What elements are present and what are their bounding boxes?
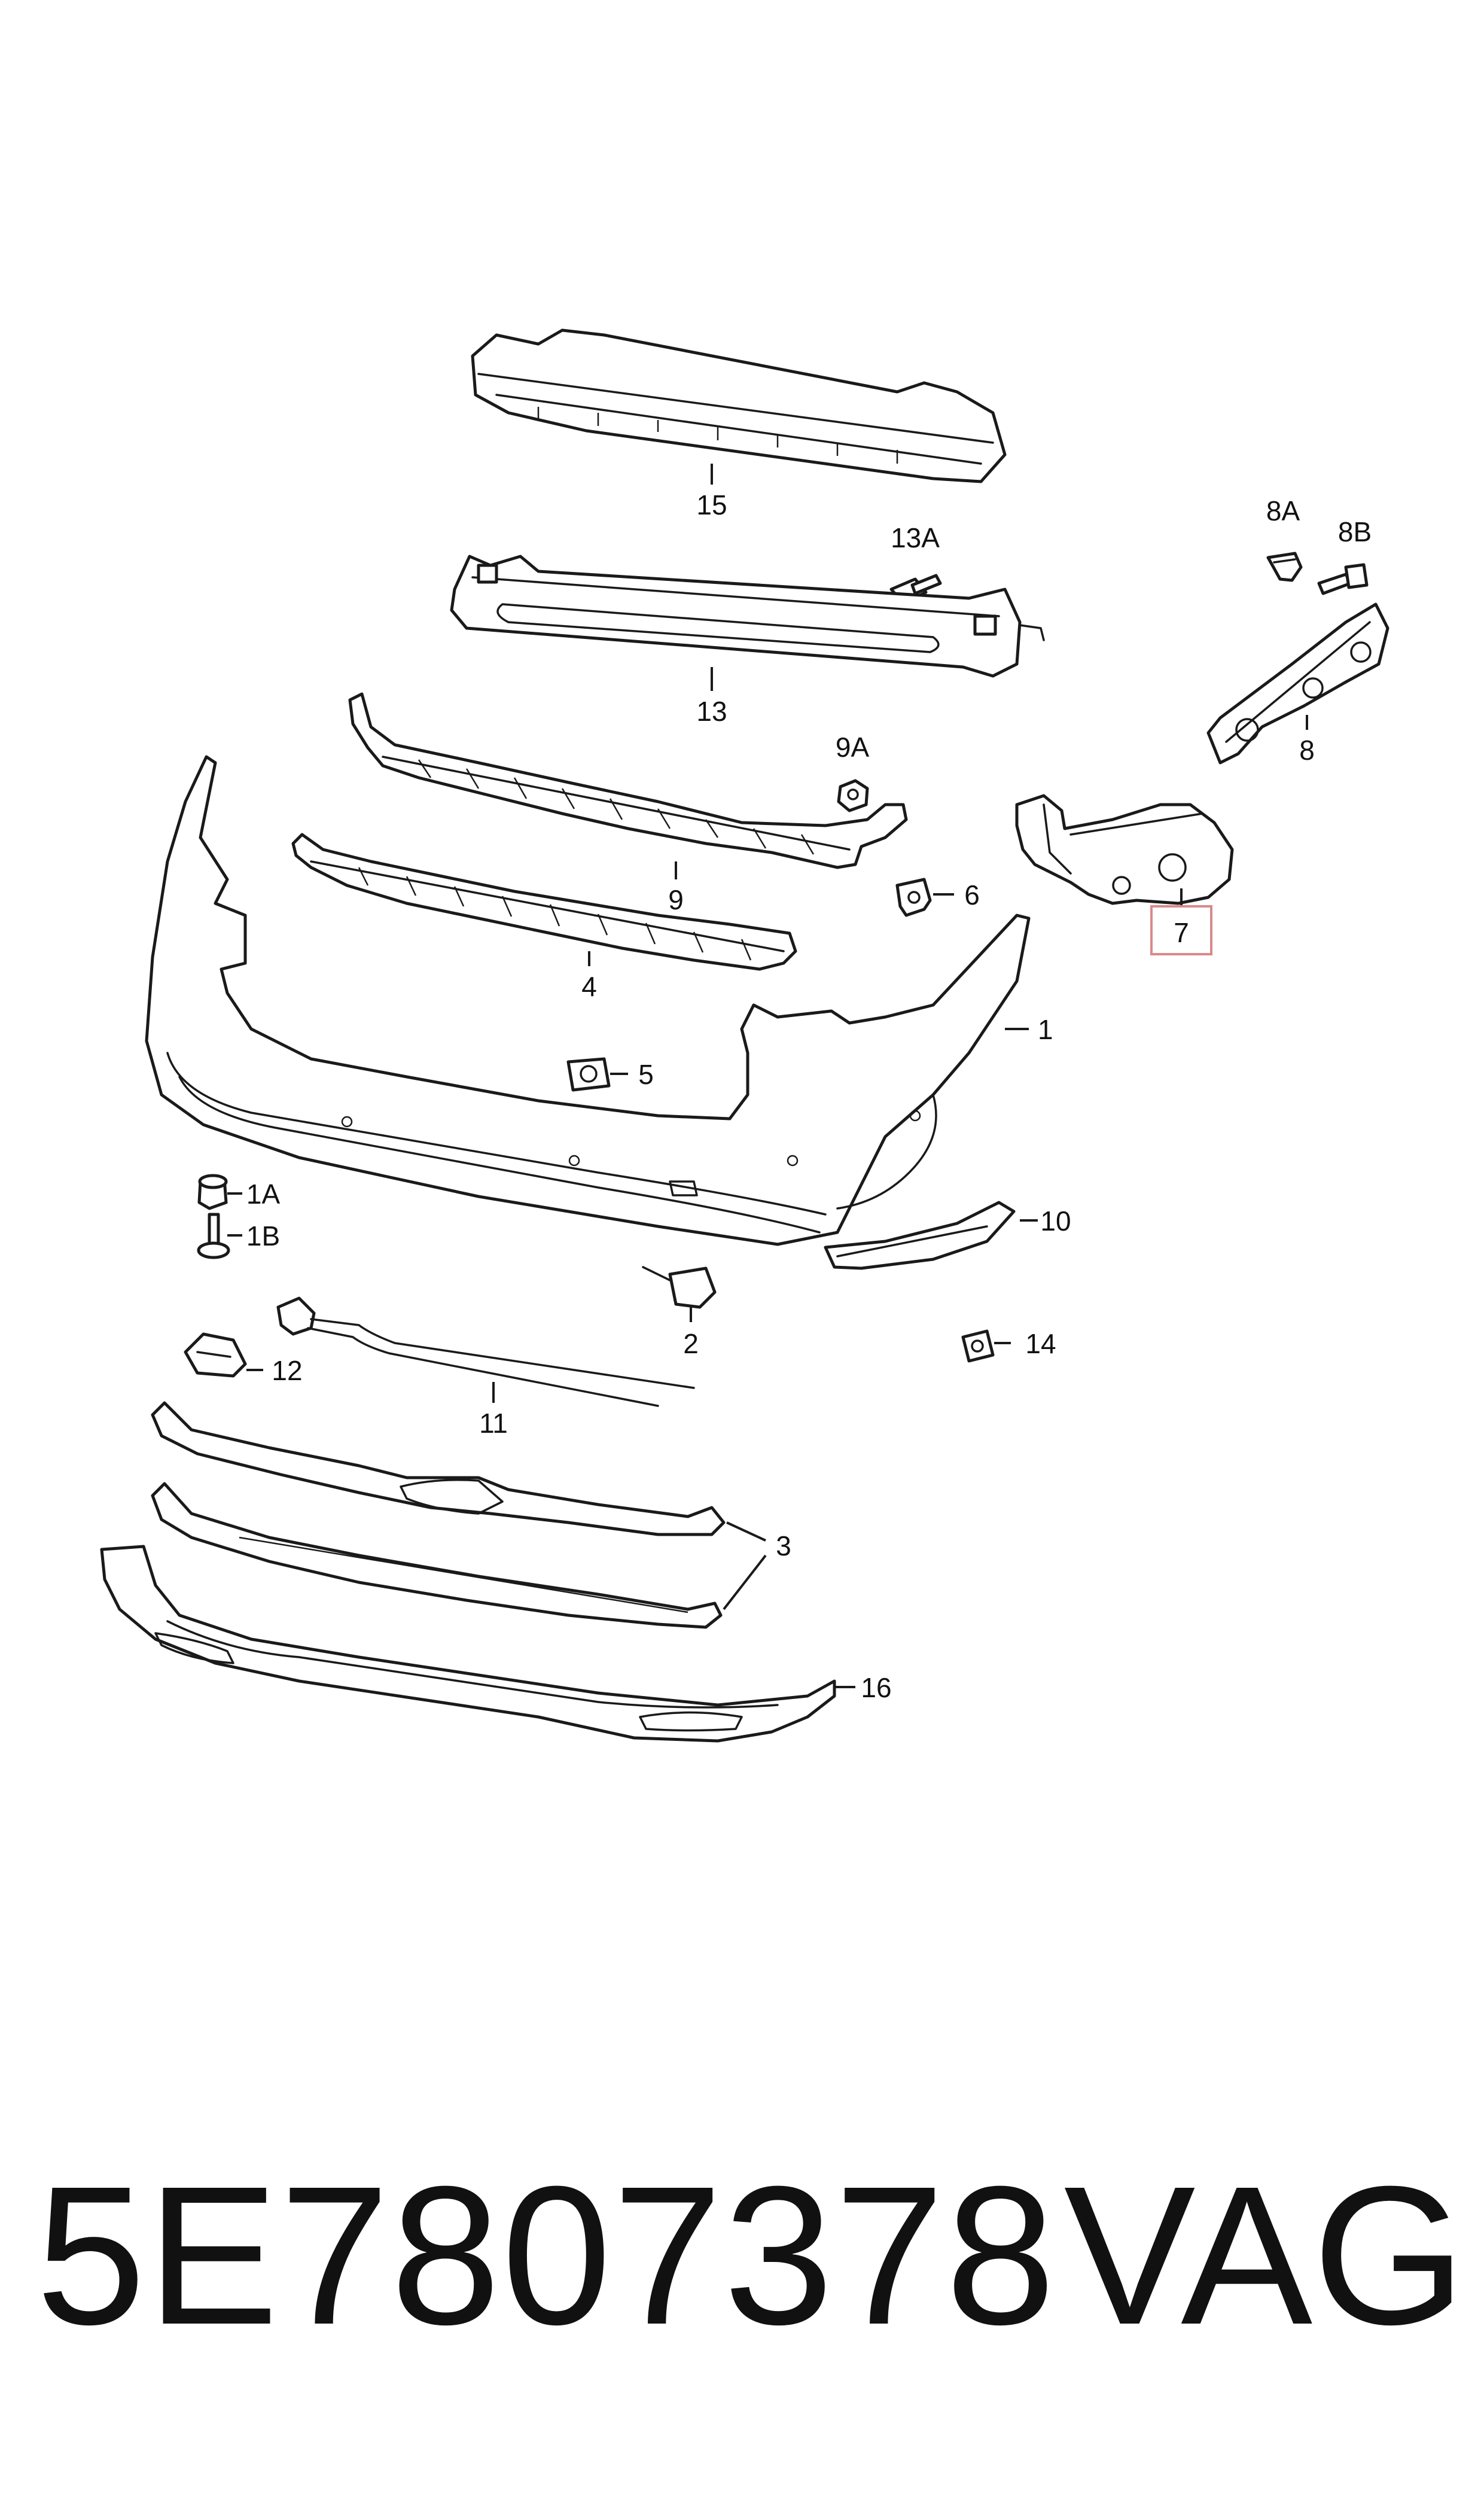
callout-11[interactable]: 11 bbox=[479, 1408, 508, 1439]
callout-4[interactable]: 4 bbox=[581, 971, 597, 1002]
part-11-wiring-harness[interactable] bbox=[276, 1296, 695, 1407]
callout-8A[interactable]: 8A bbox=[1266, 495, 1300, 526]
callout-13[interactable]: 13 bbox=[696, 696, 727, 727]
part-8A-clip[interactable] bbox=[1266, 552, 1303, 582]
callout-1[interactable]: 1 bbox=[1038, 1014, 1053, 1045]
part-9-guide-bracket[interactable] bbox=[348, 692, 908, 869]
part-3-trim-strip-lower[interactable] bbox=[151, 1482, 723, 1629]
footer: 5E7807378 VAG bbox=[0, 2130, 1484, 2441]
callout-15[interactable]: 15 bbox=[696, 489, 727, 520]
callout-9[interactable]: 9 bbox=[668, 884, 684, 915]
part-1-bumper-cover[interactable] bbox=[145, 755, 1031, 1246]
callout-3[interactable]: 3 bbox=[776, 1530, 791, 1561]
part-10-trim-strip[interactable] bbox=[824, 1201, 1016, 1270]
callout-9A[interactable]: 9A bbox=[836, 732, 870, 763]
part-6-clip[interactable] bbox=[895, 878, 932, 917]
part-13-bumper-carrier[interactable] bbox=[450, 555, 1045, 678]
part-1B-screw[interactable] bbox=[197, 1213, 230, 1259]
callout-16[interactable]: 16 bbox=[861, 1672, 891, 1703]
callout-1A[interactable]: 1A bbox=[246, 1179, 281, 1210]
callout-5[interactable]: 5 bbox=[638, 1059, 654, 1090]
callout-12[interactable]: 12 bbox=[272, 1355, 302, 1386]
part-1A-expanding-rivet[interactable] bbox=[197, 1174, 228, 1210]
part-15-energy-absorber[interactable] bbox=[471, 328, 1007, 483]
part-4-lower-guide-bracket[interactable] bbox=[291, 833, 797, 971]
part-number: 5E7807378 bbox=[36, 2145, 1057, 2365]
part-8B-screw[interactable] bbox=[1317, 563, 1369, 595]
callout-10[interactable]: 10 bbox=[1040, 1205, 1071, 1237]
part-7-side-guide[interactable] bbox=[1015, 794, 1234, 905]
callout-8B[interactable]: 8B bbox=[1338, 516, 1372, 547]
callout-7[interactable]: 7 bbox=[1174, 917, 1189, 948]
part-5-clip[interactable] bbox=[566, 1057, 611, 1092]
callout-7-highlight-box bbox=[1150, 905, 1212, 955]
exploded-parts-diagram: 15 13A 13 8A 8B 8 9A bbox=[100, 328, 1389, 1743]
callout-6[interactable]: 6 bbox=[964, 879, 980, 911]
part-9A-nut[interactable] bbox=[837, 779, 869, 812]
callout-2[interactable]: 2 bbox=[683, 1328, 699, 1359]
part-2-tow-eye-cover[interactable] bbox=[642, 1266, 717, 1309]
brand-name: VAG bbox=[1064, 2145, 1466, 2365]
callout-14[interactable]: 14 bbox=[1025, 1328, 1056, 1359]
part-12-bracket[interactable] bbox=[184, 1332, 247, 1378]
part-3-trim-strip-upper[interactable] bbox=[151, 1401, 726, 1536]
part-16-diffuser[interactable] bbox=[100, 1545, 836, 1743]
part-8-side-bracket[interactable] bbox=[1206, 602, 1389, 765]
part-14-clip[interactable] bbox=[961, 1329, 995, 1363]
callout-8[interactable]: 8 bbox=[1299, 735, 1315, 766]
callout-1B[interactable]: 1B bbox=[246, 1220, 280, 1252]
callout-13A[interactable]: 13A bbox=[891, 522, 940, 553]
